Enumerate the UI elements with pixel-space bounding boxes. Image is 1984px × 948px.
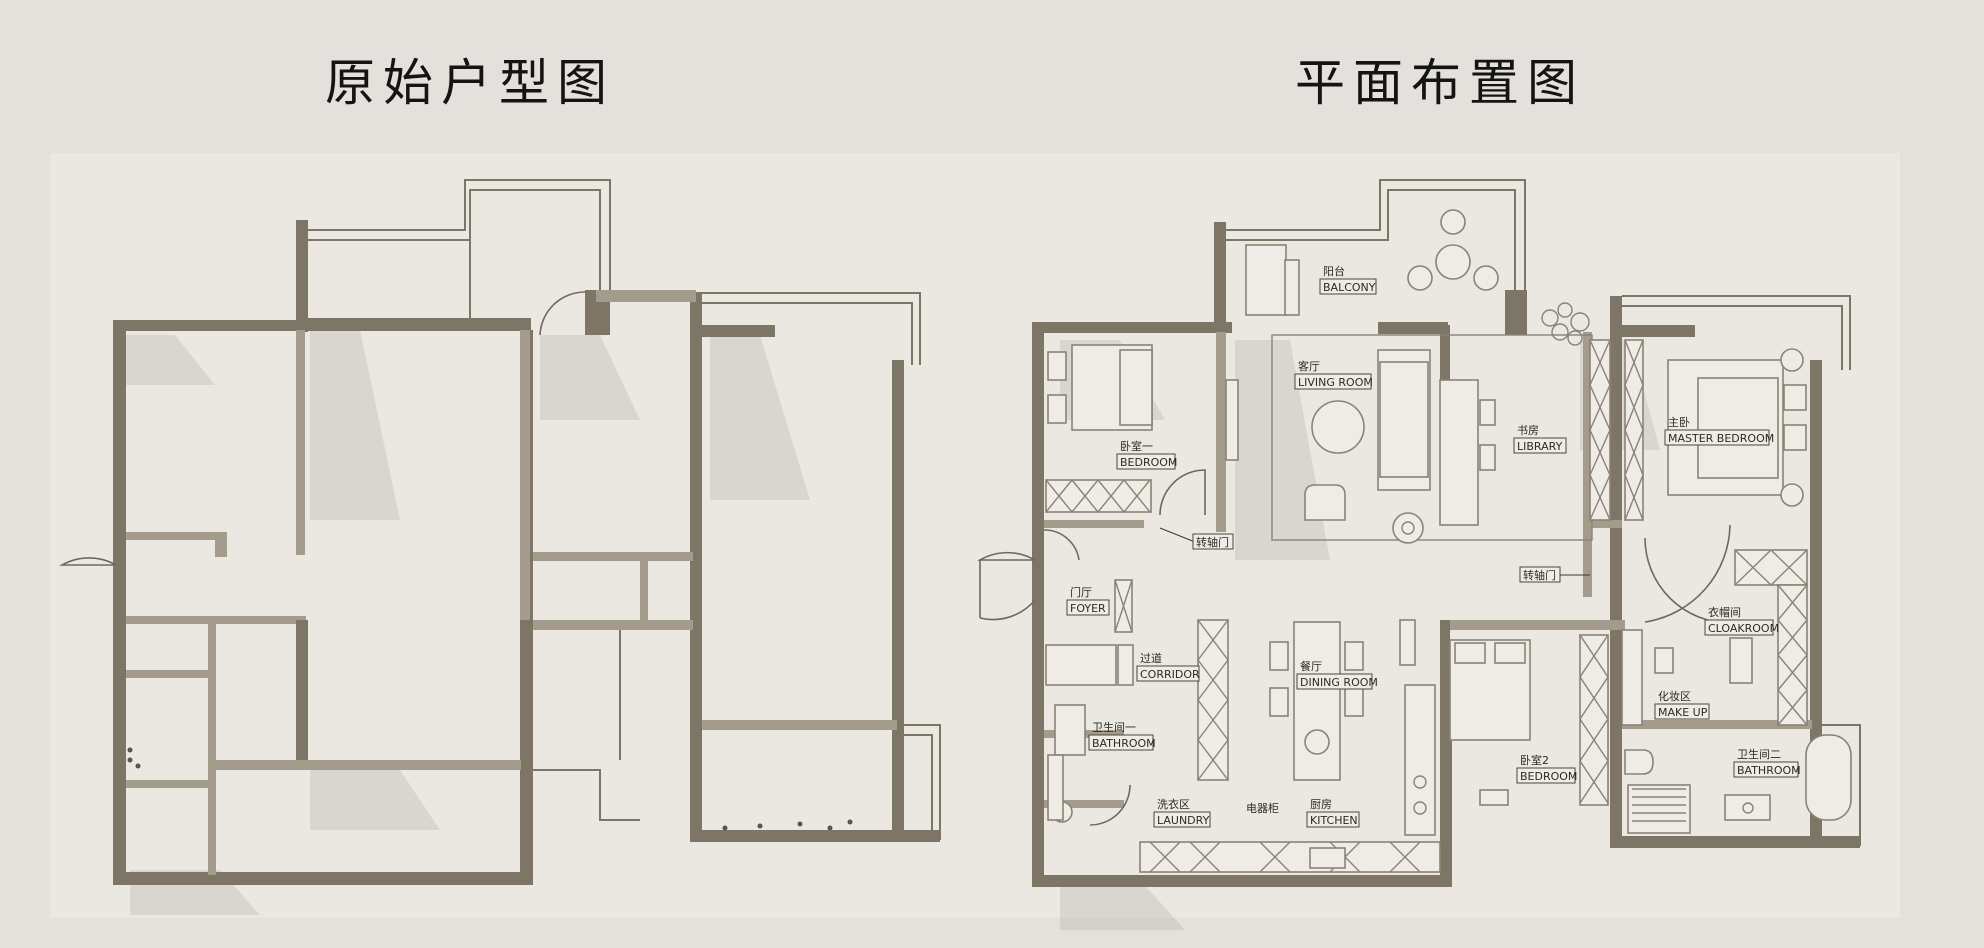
room-label-bedroom-two: 卧室2 BEDROOM: [1516, 753, 1577, 784]
svg-text:衣帽间: 衣帽间: [1708, 605, 1741, 619]
room-label-laundry: 洗衣区 LAUNDRY: [1153, 797, 1211, 828]
svg-text:书房: 书房: [1517, 424, 1539, 437]
note-appliance-cabinet: 电器柜: [1246, 802, 1279, 815]
note-pivot-door-one: 转轴门: [1159, 527, 1234, 550]
svg-text:转轴门: 转轴门: [1523, 568, 1556, 582]
svg-text:KITCHEN: KITCHEN: [1310, 814, 1358, 827]
svg-text:BATHROOM: BATHROOM: [1092, 737, 1156, 750]
layout-plan-title: 平面布置图: [1295, 54, 1585, 112]
svg-text:餐厅: 餐厅: [1300, 659, 1322, 673]
svg-text:化妆区: 化妆区: [1658, 689, 1691, 703]
svg-text:客厅: 客厅: [1298, 359, 1320, 373]
svg-text:DINING ROOM: DINING ROOM: [1300, 676, 1378, 689]
svg-text:卫生间一: 卫生间一: [1092, 720, 1136, 734]
svg-text:LIVING ROOM: LIVING ROOM: [1298, 376, 1373, 389]
original-floor-plan: [58, 179, 941, 915]
svg-text:BEDROOM: BEDROOM: [1120, 456, 1177, 469]
svg-text:MAKE UP: MAKE UP: [1658, 706, 1708, 719]
svg-text:LAUNDRY: LAUNDRY: [1157, 814, 1210, 827]
svg-text:主卧: 主卧: [1668, 416, 1690, 429]
room-label-bathroom-one: 卫生间一 BATHROOM: [1088, 720, 1156, 751]
svg-text:门厅: 门厅: [1070, 585, 1092, 599]
room-label-bathroom-two: 卫生间二 BATHROOM: [1733, 747, 1801, 778]
svg-text:转轴门: 转轴门: [1196, 535, 1229, 549]
svg-text:阳台: 阳台: [1323, 264, 1345, 278]
svg-text:MASTER BEDROOM: MASTER BEDROOM: [1668, 432, 1774, 445]
note-pivot-door-two: 转轴门: [1519, 566, 1590, 583]
room-label-master-bedroom: 主卧 MASTER BEDROOM: [1664, 416, 1774, 446]
room-label-library: 书房 LIBRARY: [1513, 424, 1567, 454]
svg-text:电器柜: 电器柜: [1246, 802, 1279, 815]
svg-text:过道: 过道: [1140, 651, 1162, 665]
room-label-make-up: 化妆区 MAKE UP: [1654, 689, 1710, 720]
room-label-bedroom-one: 卧室一 BEDROOM: [1116, 439, 1177, 470]
svg-text:厨房: 厨房: [1310, 798, 1332, 811]
svg-text:CLOAKROOM: CLOAKROOM: [1708, 622, 1779, 635]
svg-text:BALCONY: BALCONY: [1323, 281, 1376, 294]
room-label-dining-room: 餐厅 DINING ROOM: [1296, 659, 1378, 690]
svg-text:FOYER: FOYER: [1070, 602, 1106, 615]
room-labels: 阳台 BALCONY 客厅 LIVING ROOM 卧室一 BEDROOM 书房…: [1066, 264, 1801, 828]
layout-floor-plan: [977, 179, 1861, 930]
svg-text:LIBRARY: LIBRARY: [1517, 440, 1563, 453]
svg-text:CORRIDOR: CORRIDOR: [1140, 668, 1200, 681]
svg-text:BEDROOM: BEDROOM: [1520, 770, 1577, 783]
svg-text:卫生间二: 卫生间二: [1737, 747, 1781, 761]
room-label-cloakroom: 衣帽间 CLOAKROOM: [1704, 605, 1779, 636]
svg-text:BATHROOM: BATHROOM: [1737, 764, 1801, 777]
room-label-balcony: 阳台 BALCONY: [1319, 264, 1377, 295]
room-label-foyer: 门厅 FOYER: [1066, 585, 1110, 616]
svg-text:卧室一: 卧室一: [1120, 439, 1153, 453]
svg-text:卧室2: 卧室2: [1520, 753, 1549, 767]
svg-text:洗衣区: 洗衣区: [1157, 797, 1190, 811]
room-label-living-room: 客厅 LIVING ROOM: [1294, 359, 1373, 390]
room-label-corridor: 过道 CORRIDOR: [1136, 651, 1200, 682]
room-label-kitchen: 厨房 KITCHEN: [1306, 798, 1360, 828]
original-plan-title: 原始户型图: [325, 54, 615, 112]
